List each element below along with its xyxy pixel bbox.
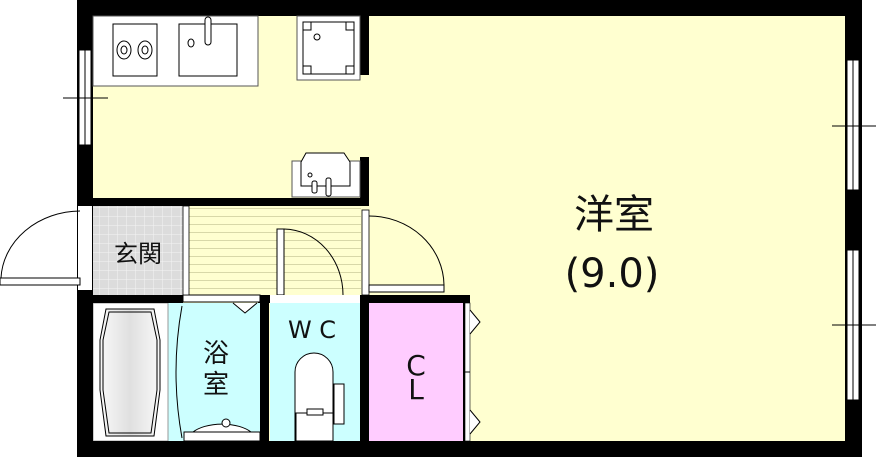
- left-window: [63, 49, 108, 146]
- entrance-label: 玄関: [114, 240, 162, 268]
- room-door[interactable]: [361, 209, 445, 296]
- toilet-label: W C: [288, 316, 336, 344]
- bathroom-sink-icon: [183, 418, 261, 442]
- bathroom-label-1: 浴: [203, 339, 229, 369]
- wc-door[interactable]: [270, 228, 360, 303]
- closet-label-1: C: [406, 349, 426, 382]
- entrance-step: [182, 205, 190, 296]
- washing-machine-icon: [296, 15, 361, 81]
- vent-icon: [232, 302, 258, 314]
- kitchen-counter: [92, 15, 259, 87]
- toilet-icon: [294, 352, 345, 442]
- wash-basin-icon: [291, 152, 361, 198]
- bathroom-door-frame: [182, 294, 261, 303]
- western-room-size: (9.0): [565, 251, 660, 297]
- entrance-floor: [93, 206, 183, 295]
- closet-floor: [369, 303, 463, 441]
- right-window-top: [832, 59, 876, 191]
- bathroom-label-2: 室: [203, 370, 229, 400]
- right-window-bottom: [832, 249, 876, 401]
- shower-curtain: [175, 305, 183, 439]
- closet-label-2: L: [408, 373, 424, 406]
- sink-icon: [178, 16, 238, 77]
- stove-icon: [112, 23, 158, 77]
- western-room-label: 洋室: [574, 192, 654, 238]
- closet-doors[interactable]: [464, 302, 481, 442]
- entrance-door[interactable]: [0, 206, 92, 290]
- hallway-floor: [189, 206, 361, 295]
- bathtub-icon: [99, 308, 161, 437]
